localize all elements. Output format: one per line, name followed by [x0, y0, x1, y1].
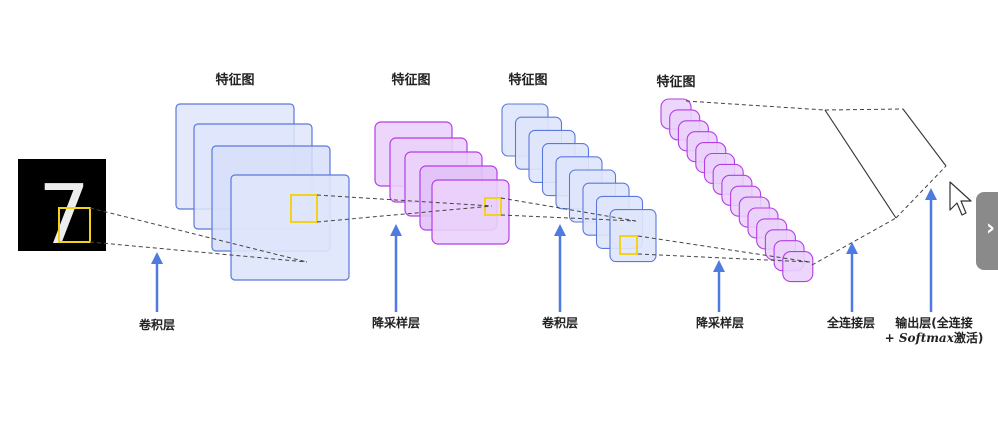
- mouse-pointer-icon: [950, 182, 971, 215]
- output-layer-label-line2: + Softmax激活): [885, 330, 984, 345]
- chevron-right-icon: ›: [986, 218, 995, 240]
- feature-map-label-4: 特征图: [656, 74, 695, 90]
- conv-layer-label-2: 卷积层: [541, 315, 578, 330]
- output-softmax: Softmax: [899, 331, 955, 345]
- conv-layer-label-1: 卷积层: [138, 317, 175, 332]
- fc-layer-label: 全连接层: [826, 315, 875, 330]
- feature-map-label-2: 特征图: [391, 72, 430, 88]
- output-plus: +: [885, 331, 899, 345]
- conv2-feature-maps: [502, 104, 656, 262]
- next-button[interactable]: ›: [976, 192, 998, 270]
- input-image: 7: [18, 159, 106, 263]
- pool-layer-label-2: 降采样层: [696, 315, 744, 330]
- conv1-feature-maps: [176, 104, 349, 280]
- feature-map-label-1: 特征图: [215, 72, 254, 88]
- pool1-feature-maps: [375, 122, 509, 244]
- output-activation: 激活): [954, 330, 984, 345]
- pool2-map-15: [783, 252, 813, 282]
- feature-map-label-3: 特征图: [508, 72, 547, 88]
- pool-layer-label-1: 降采样层: [372, 315, 420, 330]
- fc-layer-plane: [825, 109, 946, 218]
- output-layer-label: 输出层(全连接: [895, 315, 973, 330]
- pool2-feature-maps: [661, 99, 813, 282]
- input-digit: 7: [38, 168, 90, 263]
